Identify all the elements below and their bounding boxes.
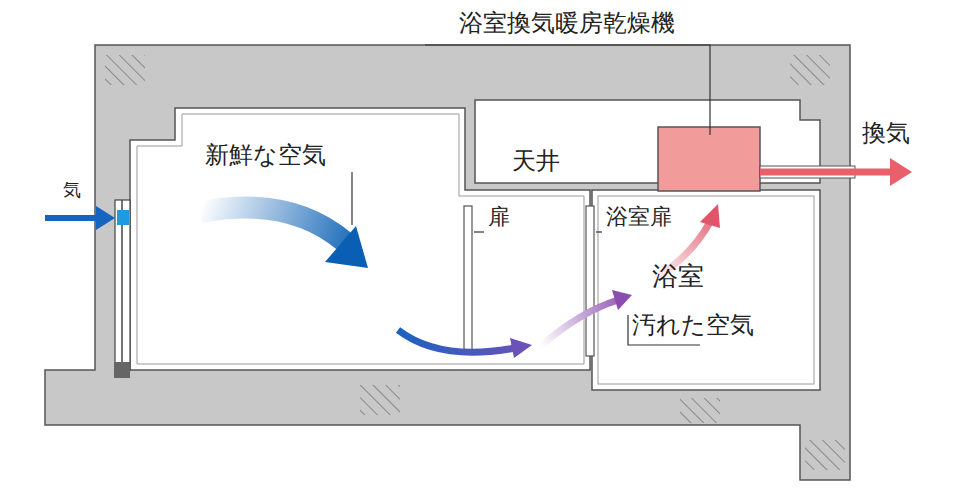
leader-line	[425, 45, 710, 135]
hatching	[680, 398, 720, 423]
leader-line	[474, 231, 484, 232]
airflow-arrow	[200, 207, 345, 242]
leader-line	[596, 231, 602, 232]
door-label: 扉	[488, 205, 510, 229]
airflow-arrowhead	[700, 204, 720, 228]
room-interior	[130, 108, 590, 370]
exhaust-arrowhead	[890, 158, 912, 186]
airflow-label: 新鮮な空気	[205, 142, 326, 168]
room-label: 浴室	[652, 262, 704, 291]
air-vent	[117, 210, 129, 225]
hatching	[790, 55, 830, 85]
leader-line	[351, 172, 352, 225]
exhaust-arrow	[760, 169, 895, 176]
hatching	[805, 440, 845, 470]
window-sill	[114, 362, 130, 378]
exhaust-label: 換気	[862, 120, 910, 146]
bathroom	[592, 190, 820, 390]
bath-door-label: 浴室扉	[606, 205, 672, 229]
hatching	[105, 55, 145, 85]
airflow-arrowhead	[612, 290, 632, 310]
door-partition	[464, 206, 472, 352]
ceiling-label: 天井	[512, 148, 560, 174]
hatching	[360, 385, 400, 415]
building-shell	[45, 45, 850, 480]
airflow-label: 汚れた空気	[632, 312, 754, 338]
airflow-arrow	[542, 300, 618, 345]
product-callout: 浴室換気暖房乾燥機	[459, 10, 675, 36]
bath-door-partition	[586, 206, 594, 356]
room-inner-line	[137, 114, 584, 364]
airflow-arrowhead	[325, 226, 368, 268]
air-intake-label: 気	[63, 180, 81, 200]
fan-unit	[658, 127, 760, 191]
window	[115, 200, 130, 370]
bathroom-inner-line	[598, 196, 814, 384]
airflow-arrow	[398, 330, 515, 352]
inflow-arrowhead	[96, 206, 115, 230]
inflow-arrow	[45, 215, 98, 221]
airflow-arrowhead	[510, 338, 532, 358]
